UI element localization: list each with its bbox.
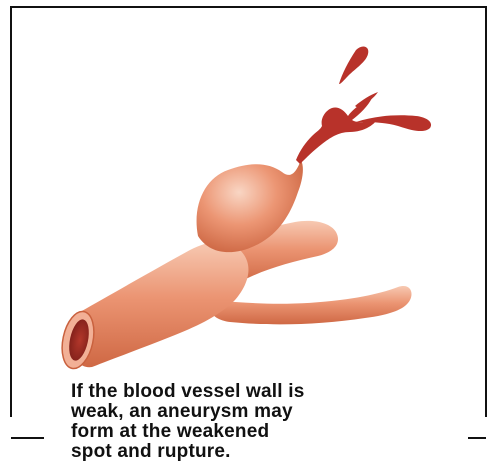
caption: If the blood vessel wall is weak, an ane… (71, 382, 431, 462)
caption-line-4: spot and rupture. (71, 442, 431, 462)
rupture-blood (296, 47, 431, 164)
caption-line-3: form at the weakened (71, 422, 431, 442)
main-vessel (71, 242, 248, 368)
caption-line-2: weak, an aneurysm may (71, 402, 431, 422)
caption-line-1: If the blood vessel wall is (71, 382, 431, 402)
